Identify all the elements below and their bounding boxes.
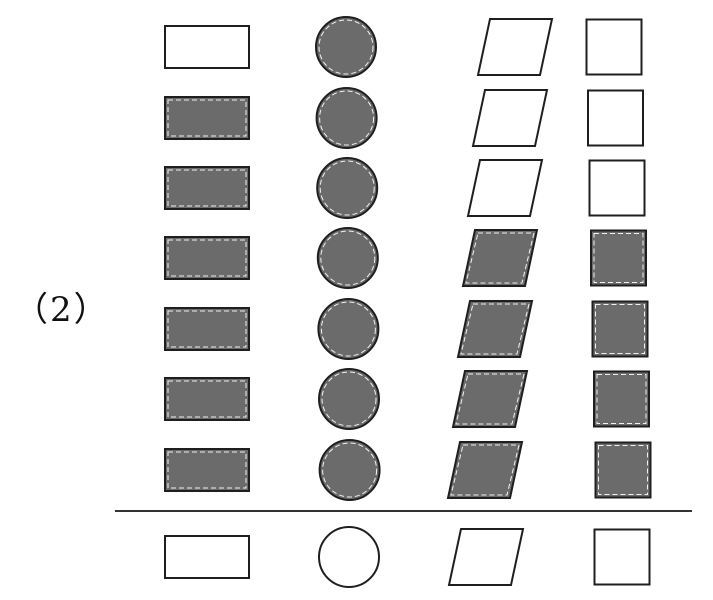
circle-shape [315, 87, 378, 149]
figure-label: （2） [14, 290, 110, 330]
circle-shape [318, 368, 380, 430]
rectangle-shape [164, 166, 250, 210]
rectangle-shape [164, 236, 250, 280]
circle-shape [316, 157, 379, 219]
circle-shape [317, 298, 380, 360]
square-shape [588, 159, 646, 217]
circle-shape [315, 16, 377, 78]
answer-circle [318, 526, 380, 588]
square-shape [591, 300, 649, 358]
rectangle-shape [164, 448, 250, 492]
parallelogram-shape [446, 441, 524, 499]
square-shape [587, 89, 644, 147]
square-shape [590, 229, 647, 287]
circle-shape [318, 439, 381, 501]
parallelogram-shape [466, 159, 544, 217]
parallelogram-shape [456, 300, 534, 358]
rectangle-shape [164, 96, 250, 140]
parallelogram-shape [476, 18, 554, 76]
answer-parallelogram [447, 528, 525, 586]
circle-shape [316, 227, 379, 289]
parallelogram-shape [461, 229, 539, 287]
parallelogram-shape [451, 370, 529, 428]
square-shape [593, 370, 650, 428]
rectangle-shape [164, 307, 250, 351]
square-shape [585, 18, 643, 76]
rectangle-shape [164, 377, 250, 421]
parallelogram-shape [471, 89, 549, 147]
rectangle-shape [164, 25, 250, 69]
answer-rectangle [164, 535, 250, 579]
square-shape [594, 441, 652, 499]
answer-square [593, 528, 651, 586]
